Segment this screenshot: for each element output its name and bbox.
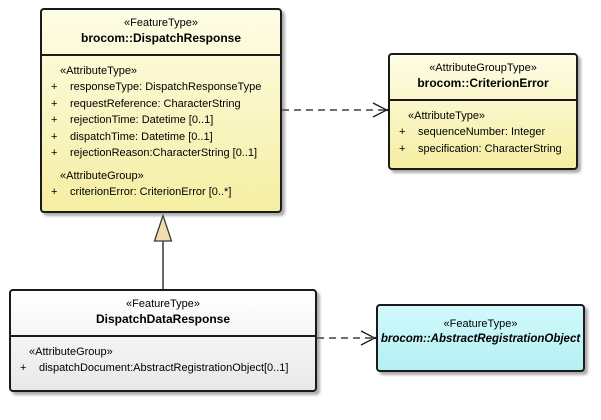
visibility-plus: +: [51, 81, 58, 93]
attribute-row: + specification: CharacterString: [390, 141, 576, 158]
stereotype-label: «FeatureType»: [124, 17, 198, 29]
attribute-row: + requestReference: CharacterString: [42, 96, 280, 113]
class-box-criterion-error: «AttributeGroupType» brocom::CriterionEr…: [388, 53, 578, 170]
attribute-text: dispatchTime: Datetime [0..1]: [70, 130, 213, 143]
class-box-dispatch-data-response: «FeatureType» DispatchDataResponse «Attr…: [9, 289, 317, 392]
visibility-plus: +: [51, 114, 58, 126]
class-name: DispatchDataResponse: [95, 312, 231, 326]
stereotype-label: «FeatureType»: [126, 298, 200, 310]
class-header: «FeatureType» brocom::AbstractRegistrati…: [378, 306, 583, 352]
attribute-text: sequenceNumber: Integer: [418, 126, 546, 138]
attribute-text: specification: CharacterString: [418, 142, 562, 155]
class-name: brocom::DispatchResponse: [80, 31, 242, 45]
attribute-text: criterionError: CriterionError [0..*]: [70, 185, 232, 198]
attribute-row: + responseType: DispatchResponseType: [42, 79, 280, 96]
class-attributes-compartment: «AttributeGroup» + dispatchDocument:Abst…: [11, 337, 315, 377]
visibility-plus: +: [51, 147, 58, 159]
visibility-plus: +: [51, 97, 58, 110]
class-name: brocom::CriterionError: [417, 76, 549, 90]
attribute-row: + rejectionReason:CharacterString [0..1]: [42, 145, 280, 162]
attribute-text: dispatchDocument:AbstractRegistrationObj…: [39, 362, 289, 374]
attribute-row: + rejectionTime: Datetime [0..1]: [42, 112, 280, 129]
attribute-row: + dispatchDocument:AbstractRegistrationO…: [11, 360, 315, 377]
class-header: «FeatureType» DispatchDataResponse: [11, 291, 315, 337]
attribute-row: + sequenceNumber: Integer: [390, 124, 576, 141]
visibility-plus: +: [20, 362, 27, 374]
section-label: «AttributeType»: [408, 110, 486, 122]
attribute-text: rejectionReason:CharacterString [0..1]: [70, 147, 258, 159]
dependency-arrow-criterion-error: [282, 102, 389, 118]
class-attributes-compartment: «AttributeType» + responseType: Dispatch…: [42, 56, 280, 200]
visibility-plus: +: [51, 185, 58, 198]
stereotype-label: «AttributeGroupType»: [429, 62, 537, 74]
generalization-arrow-dispatch-response: [153, 213, 173, 289]
visibility-plus: +: [399, 142, 406, 155]
section-label: «AttributeGroup»: [29, 346, 113, 358]
class-header: «AttributeGroupType» brocom::CriterionEr…: [390, 55, 576, 101]
stereotype-label: «FeatureType»: [443, 318, 518, 330]
class-name: brocom::AbstractRegistrationObject: [380, 333, 581, 345]
section-label: «AttributeType»: [60, 65, 138, 77]
attribute-text: requestReference: CharacterString: [70, 97, 241, 110]
section-label: «AttributeGroup»: [60, 169, 144, 182]
hollow-triangle-icon: [153, 213, 173, 242]
class-header: «FeatureType» brocom::DispatchResponse: [42, 10, 280, 56]
dependency-arrow-abstract-registration-object: [317, 330, 377, 346]
class-box-abstract-registration-object: «FeatureType» brocom::AbstractRegistrati…: [376, 304, 585, 372]
visibility-plus: +: [51, 130, 58, 143]
attribute-text: responseType: DispatchResponseType: [70, 81, 262, 93]
class-box-dispatch-response: «FeatureType» brocom::DispatchResponse «…: [40, 8, 282, 213]
class-attributes-compartment: «AttributeType» + sequenceNumber: Intege…: [390, 101, 576, 157]
visibility-plus: +: [399, 126, 406, 138]
attribute-row: + dispatchTime: Datetime [0..1]: [42, 129, 280, 146]
attribute-row: + criterionError: CriterionError [0..*]: [42, 184, 280, 201]
attribute-text: rejectionTime: Datetime [0..1]: [70, 114, 214, 126]
